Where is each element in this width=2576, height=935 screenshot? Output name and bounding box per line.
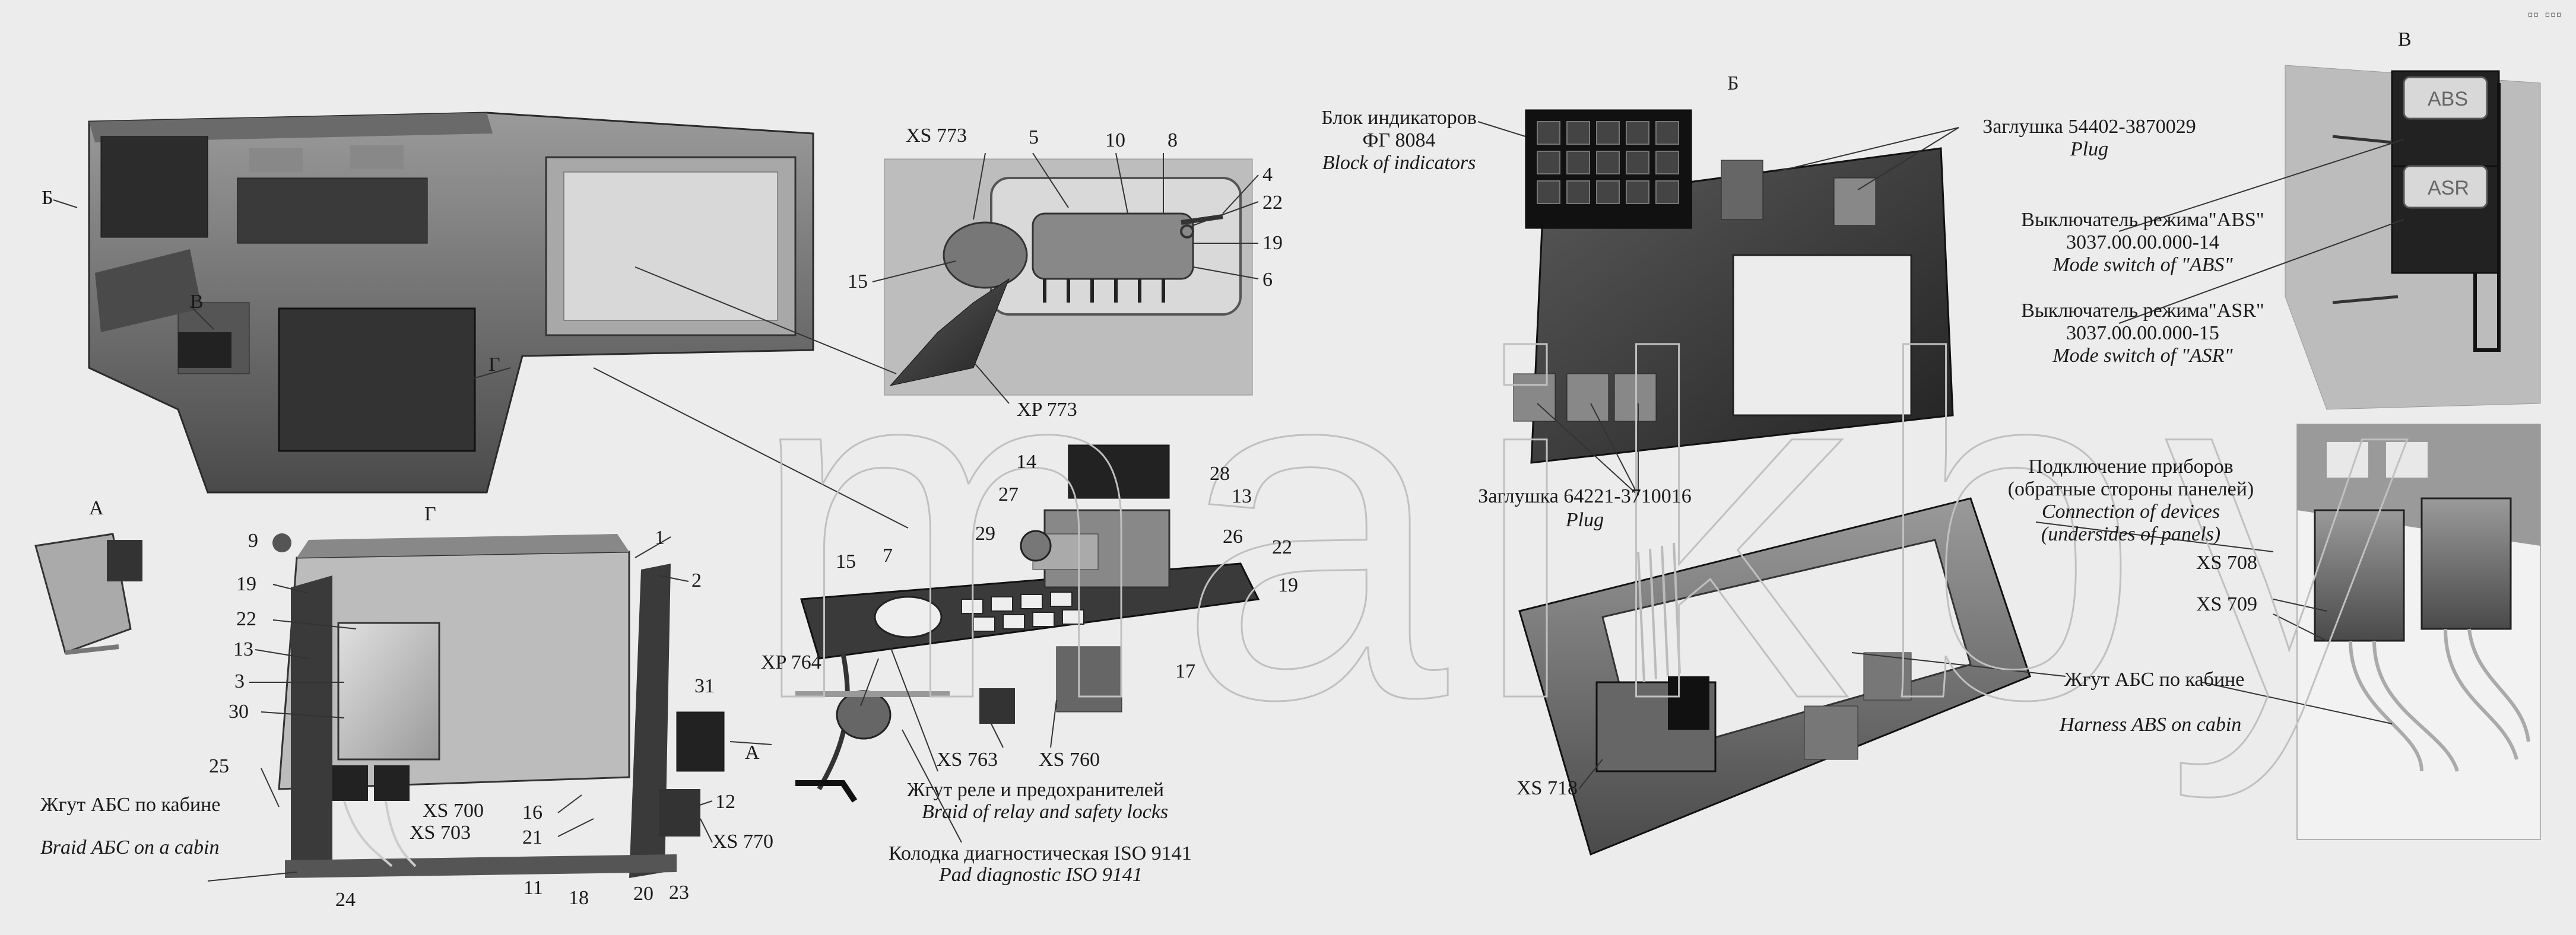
part-number: 16 [522, 802, 543, 823]
bracket-a [34, 533, 142, 655]
label-xs703: XS 703 [410, 822, 471, 844]
part-number: 31 [694, 675, 715, 697]
part-number: 22 [1272, 536, 1292, 558]
abs-button-caption: ABS [2428, 88, 2469, 110]
connection-inset [2296, 424, 2541, 840]
part-number: 12 [715, 791, 735, 813]
part-number: 20 [633, 883, 653, 905]
part-number: 27 [998, 484, 1019, 505]
part-number: 9 [248, 530, 258, 552]
indicators-en: Block of indicators [1322, 152, 1476, 174]
connection-en-1: Connection of devices [2041, 501, 2220, 523]
part-number: 10 [1105, 129, 1125, 151]
part-number: 2 [691, 570, 702, 591]
part-number: 22 [236, 608, 256, 630]
part-number: 29 [975, 523, 995, 545]
label-xs709: XS 709 [2196, 593, 2257, 615]
label-xp764: XP 764 [761, 651, 821, 673]
part-number: 24 [335, 889, 356, 911]
harness-right-ru: Жгут АБС по кабине [2064, 669, 2245, 691]
label-xs763: XS 763 [937, 749, 998, 771]
part-number: 15 [836, 551, 856, 573]
dashboard-assembly [88, 112, 814, 494]
part-number: 14 [1016, 451, 1036, 473]
label-xs760: XS 760 [1039, 749, 1100, 771]
part-number: 19 [236, 573, 256, 595]
label-xs718: XS 718 [1517, 777, 1578, 799]
asr-switch-en: Mode switch of "ASR" [2052, 345, 2233, 367]
part-number: 19 [1278, 574, 1298, 596]
harness-right-en: Harness ABS on cabin [2060, 714, 2242, 736]
part-number: 26 [1223, 526, 1243, 548]
view-label-g: Г [424, 503, 436, 525]
abs-switch-ru-2: 3037.00.00.000-14 [2066, 231, 2219, 253]
label-xs773: XS 773 [906, 125, 967, 147]
connection-en-2: (undersides of panels) [2041, 523, 2221, 545]
part-number: 18 [569, 887, 589, 909]
asr-switch-ru-2: 3037.00.00.000-15 [2066, 322, 2219, 344]
plug1-ru: Заглушка 54402-3870029 [1982, 116, 2196, 138]
panel-underside [1518, 497, 2031, 856]
part-number: 3 [234, 670, 245, 692]
part-number: 4 [1262, 164, 1273, 186]
abs-switch-ru-1: Выключатель режима"ABS" [2021, 209, 2264, 231]
view-label-g-top: Г [488, 354, 500, 376]
relay-harness-en: Braid of relay and safety locks [922, 801, 1169, 823]
view-label-b-left: Б [42, 187, 53, 209]
view-label-v: В [2398, 28, 2412, 50]
part-number: 15 [848, 271, 868, 292]
indicator-panel-b [1513, 109, 1954, 464]
part-number: 7 [883, 545, 893, 567]
part-number: 21 [522, 826, 543, 848]
label-xs708: XS 708 [2196, 552, 2257, 574]
relay-board [795, 444, 1260, 803]
plug1-en: Plug [2070, 138, 2109, 160]
part-number: 13 [1232, 485, 1252, 507]
part-number: 13 [233, 638, 253, 660]
part-number: 30 [229, 701, 249, 723]
watermark: maikby [747, 256, 2432, 800]
corner-mark: ▫▫ ▫▫▫ [2527, 8, 2562, 20]
indicators-ru-1: Блок индикаторов [1321, 107, 1477, 129]
part-number: 5 [1029, 126, 1039, 148]
part-number: 17 [1175, 660, 1195, 682]
harness-left-ru: Жгут АБС по кабине [40, 794, 221, 816]
relay-harness-ru: Жгут реле и предохранителей [907, 779, 1165, 801]
abs-switch-en: Mode switch of "ABS" [2052, 254, 2233, 276]
view-label-a-small: А [745, 742, 760, 764]
plug2-ru: Заглушка 64221-3710016 [1478, 485, 1692, 507]
connection-ru-1: Подключение приборов [2028, 456, 2234, 478]
leader-lines [53, 121, 2404, 882]
harness-left-en: Braid АБС on a cabin [40, 837, 220, 858]
view-label-a: А [89, 497, 104, 519]
part-number: 6 [1262, 269, 1273, 291]
mounting-plate-g [272, 533, 725, 878]
part-number: 22 [1262, 192, 1283, 214]
label-xs700: XS 700 [423, 800, 484, 822]
part-number: 25 [209, 755, 229, 777]
diag-pad-en: Pad diagnostic ISO 9141 [939, 864, 1143, 886]
label-xs770: XS 770 [712, 831, 773, 853]
part-number: 28 [1210, 463, 1230, 485]
view-label-b: Б [1727, 72, 1739, 94]
diag-pad-ru: Колодка диагностическая ISO 9141 [889, 842, 1192, 864]
indicators-ru-2: ФГ 8084 [1362, 129, 1436, 151]
part-number: 8 [1168, 129, 1178, 151]
plug2-en: Plug [1565, 509, 1604, 531]
label-xp773: XP 773 [1017, 399, 1077, 421]
part-number: 11 [524, 877, 543, 899]
asr-button-caption: ASR [2428, 177, 2469, 199]
part-number: 19 [1262, 232, 1283, 254]
asr-switch-ru-1: Выключатель режима"ASR" [2021, 300, 2264, 322]
connector-inset [884, 158, 1253, 396]
view-label-v-left: В [190, 291, 204, 313]
part-number: 1 [655, 527, 665, 549]
connection-ru-2: (обратные стороны панелей) [2007, 478, 2254, 500]
switch-view-v [2285, 65, 2541, 410]
part-number: 23 [669, 882, 689, 904]
